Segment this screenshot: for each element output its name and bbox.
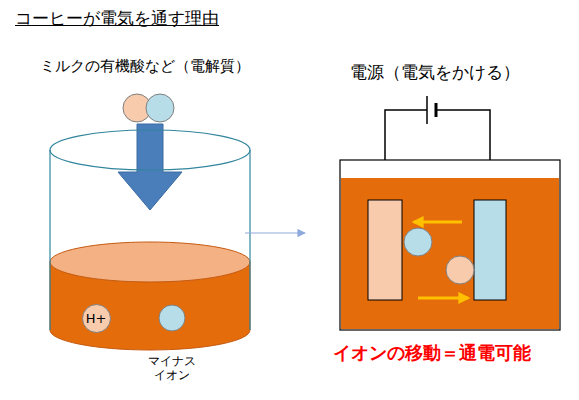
ion-label: マイナス イオン — [142, 354, 202, 383]
transition-arrow — [245, 232, 305, 233]
ion-circle: H+ — [82, 304, 111, 333]
electrolyte-label: ミルクの有機酸など（電解質） — [40, 57, 250, 75]
container — [340, 160, 560, 330]
coffee-surface — [50, 242, 250, 282]
coffee-liquid — [341, 178, 559, 329]
negative-ion — [159, 305, 185, 331]
electrode — [474, 200, 506, 300]
positive-ion — [446, 256, 474, 284]
negative-ion — [404, 228, 432, 256]
acid-particle — [146, 94, 174, 122]
ion-motion-arrow — [418, 297, 468, 300]
beaker-rim — [50, 130, 250, 170]
ion-motion-arrow — [414, 221, 462, 224]
conclusion-label: イオンの移動＝通電可能 — [333, 342, 531, 364]
ion-symbol: H+ — [86, 311, 107, 326]
beaker-wall — [249, 150, 250, 330]
beaker-wall — [49, 150, 50, 330]
pour-arrow — [118, 124, 182, 210]
electrode — [368, 200, 402, 300]
diagram-title: コーヒーが電気を通す理由 — [15, 8, 219, 28]
power-source-label: 電源（電気をかける） — [350, 62, 520, 82]
